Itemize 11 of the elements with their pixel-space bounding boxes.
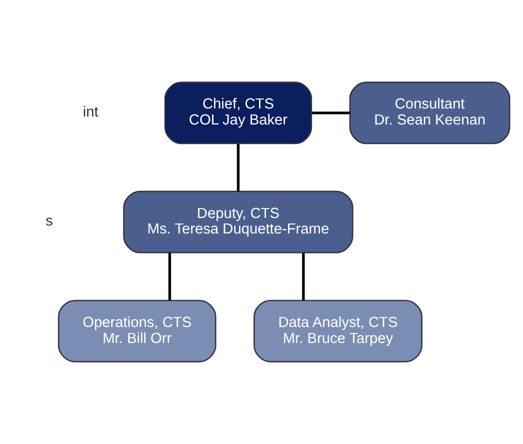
node-box: Data Analyst, CTS Mr. Bruce Tarpey [254,300,422,362]
connector [236,144,240,192]
node-box: Consultant Dr. Sean Keenan [349,82,510,144]
node-box: Chief, CTS COL Jay Baker [164,82,312,144]
label: int [82,104,98,121]
node-box: Operations, CTS Mr. Bill Orr [58,300,216,362]
connector [312,112,350,114]
connector [302,252,305,300]
node-box: Deputy, CTS Ms. Teresa Duquette-Frame [123,190,354,254]
label: s [46,214,53,230]
connector [168,252,172,300]
